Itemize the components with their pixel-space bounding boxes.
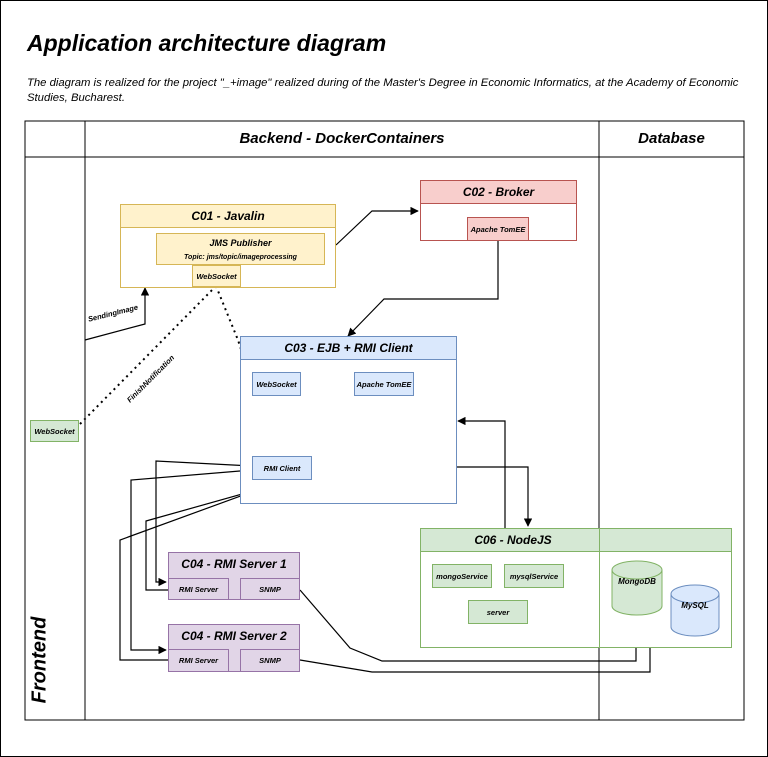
- edge-server2-rmiclient: [119, 476, 291, 661]
- c06-title: C06 - NodeJS: [474, 533, 552, 547]
- diagram-subtitle: The diagram is realized for the project …: [27, 77, 739, 104]
- lane-header-database: Database: [638, 130, 705, 147]
- edge-finish-notification: [79, 285, 217, 425]
- c02-title: C02 - Broker: [462, 185, 535, 199]
- lane-header-backend: Backend - DockerContainers: [239, 130, 445, 147]
- c04a-title: C04 - RMI Server 1: [181, 557, 287, 571]
- c04b-title: C04 - RMI Server 2: [181, 629, 287, 643]
- c03-rmi-client[interactable]: RMI Client: [252, 456, 312, 480]
- diagram-title: Application architecture diagram: [27, 30, 387, 56]
- c04b-snmp[interactable]: SNMP: [240, 649, 300, 672]
- c01-websocket[interactable]: WebSocket: [192, 265, 241, 287]
- jms-publisher[interactable]: JMS Publisher Topic: jms/topic/imageproc…: [156, 233, 325, 265]
- c03-websocket[interactable]: WebSocket: [252, 372, 301, 396]
- lane-header-frontend: Frontend: [28, 616, 51, 704]
- swimlane-table: [24, 120, 745, 721]
- edge-c01-c02: [335, 206, 419, 246]
- c02-tomee[interactable]: Apache TomEE: [467, 217, 529, 241]
- edge-sending-image: [84, 287, 150, 341]
- c04b-rmi-server[interactable]: RMI Server: [168, 649, 229, 672]
- c03-title: C03 - EJB + RMI Client: [284, 341, 413, 355]
- edge-c02-c03: [347, 241, 499, 337]
- edge-rmiclient-server2: [130, 469, 253, 655]
- frontend-websocket[interactable]: WebSocket: [30, 420, 79, 442]
- edge-websocket-websocket: [215, 285, 252, 381]
- edge-c06-c03: [457, 416, 506, 528]
- edge-rmiclient-server1: [155, 460, 253, 587]
- c06-nodejs-container[interactable]: C06 - NodeJS: [420, 528, 732, 648]
- edge-c03-c06: [457, 466, 533, 527]
- c01-title: C01 - Javalin: [191, 209, 265, 223]
- jms-publisher-title: JMS Publisher: [209, 238, 272, 248]
- c06-mongo-service[interactable]: mongoService: [432, 564, 492, 588]
- c06-server[interactable]: server: [468, 600, 528, 624]
- jms-topic: Topic: jms/topic/imageprocessing: [184, 254, 297, 261]
- c04a-rmi-server[interactable]: RMI Server: [168, 578, 229, 600]
- c06-mysql-service[interactable]: mysqlService: [504, 564, 564, 588]
- c04a-snmp[interactable]: SNMP: [240, 578, 300, 600]
- c03-tomee[interactable]: Apache TomEE: [354, 372, 414, 396]
- edge-server1-rmiclient: [145, 479, 286, 591]
- c03-ejb-container[interactable]: C03 - EJB + RMI Client: [240, 336, 457, 504]
